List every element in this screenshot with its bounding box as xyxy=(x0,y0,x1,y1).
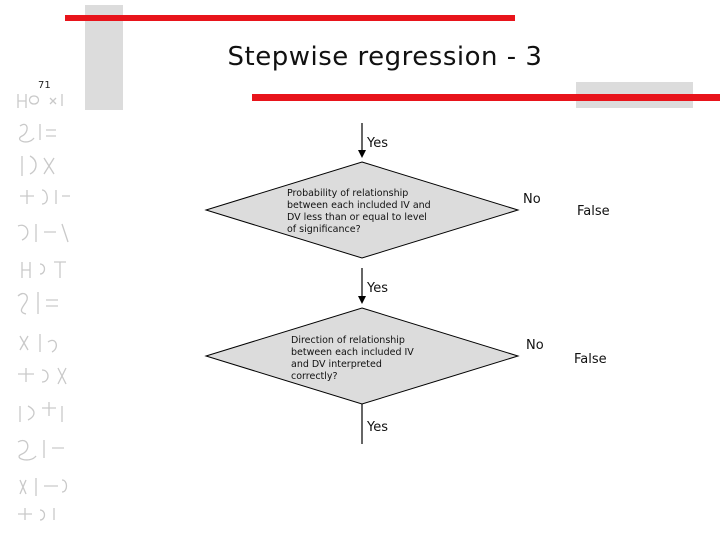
decision-diamond-1 xyxy=(204,161,520,259)
entry-yes-label: Yes xyxy=(367,136,388,151)
slide-title: Stepwise regression - 3 xyxy=(227,42,543,72)
decision-2-no-label: No xyxy=(526,338,544,353)
decision-1-false-outcome: False xyxy=(577,204,610,219)
decorative-formula-watermark xyxy=(10,86,80,526)
decision-1-yes-label: Yes xyxy=(367,281,388,296)
decorative-red-bar-top xyxy=(65,15,515,21)
decision-1-text: Probability of relationship between each… xyxy=(287,188,431,235)
decision-2-text: Direction of relationship between each i… xyxy=(291,335,414,382)
decision-2-false-outcome: False xyxy=(574,352,607,367)
decision-1-no-label: No xyxy=(523,192,541,207)
decision-2-yes-label: Yes xyxy=(367,420,388,435)
decorative-gray-block xyxy=(85,5,123,110)
slide-number: 71 xyxy=(38,80,51,91)
decorative-red-bar-middle xyxy=(252,94,720,101)
